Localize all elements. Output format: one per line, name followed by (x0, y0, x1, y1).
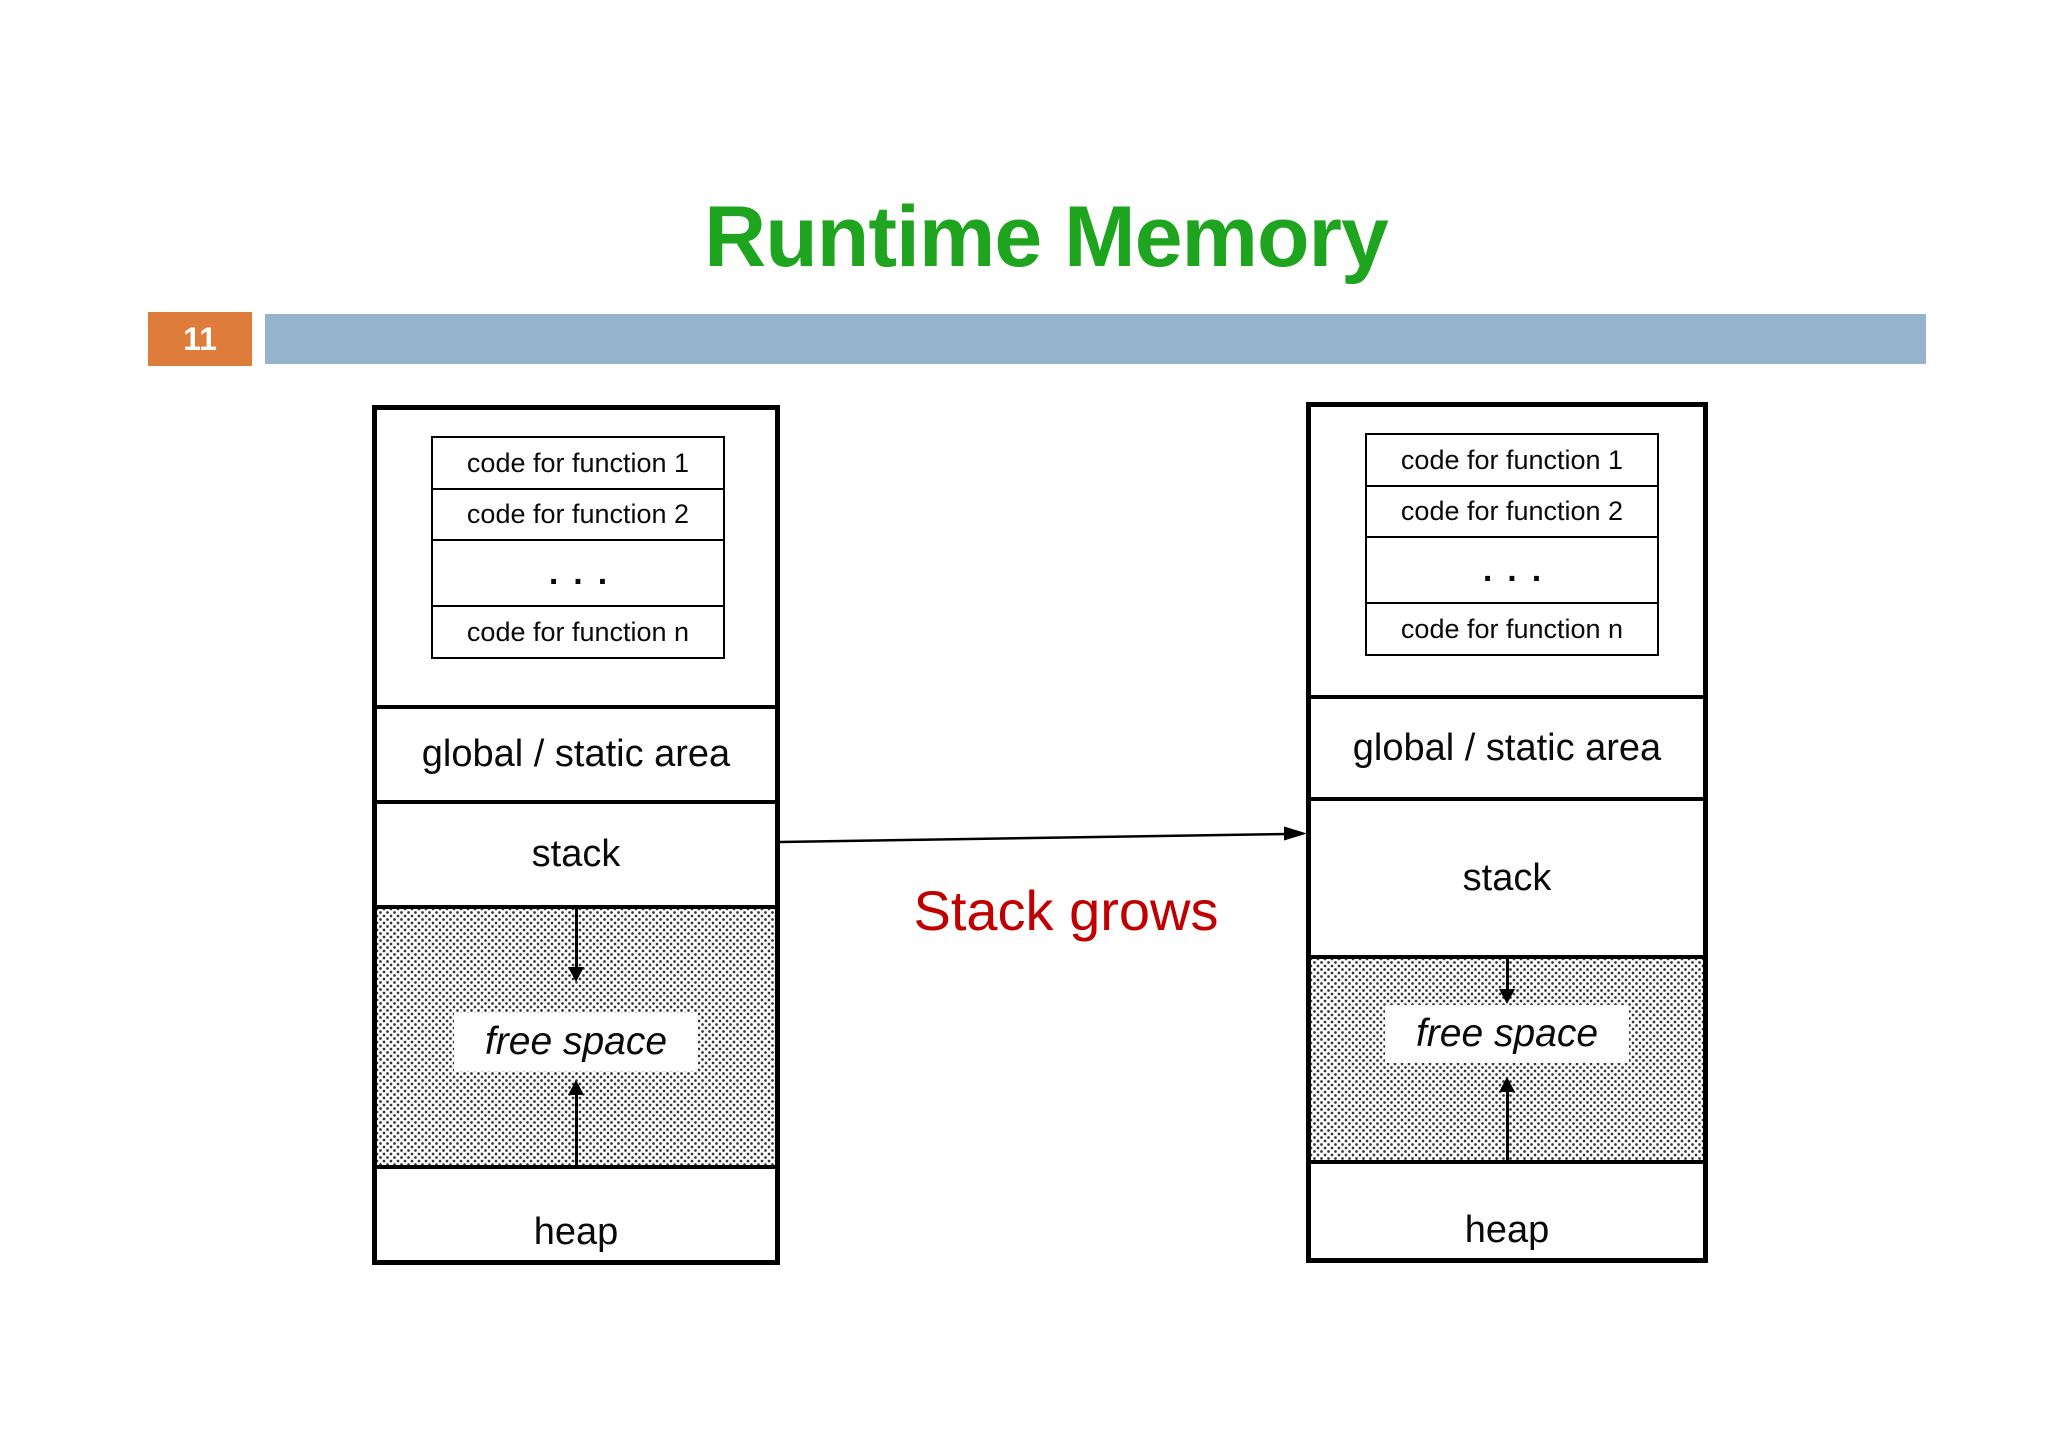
page-number-badge: 11 (148, 312, 252, 366)
code-row: code for function 2 (433, 488, 723, 539)
code-box: code for function 1 code for function 2 … (1365, 433, 1659, 656)
memory-diagram-after: code for function 1 code for function 2 … (1306, 402, 1708, 1263)
global-static-label: global / static area (421, 733, 731, 775)
heap-label: heap (1464, 1209, 1550, 1251)
heap-growth-up-arrow (1505, 1092, 1509, 1160)
code-row: code for function n (433, 605, 723, 657)
header-bar (265, 314, 1926, 364)
global-static-section: global / static area (1311, 695, 1703, 797)
code-row: code for function 1 (1400, 444, 1624, 475)
heap-label: heap (533, 1211, 619, 1253)
stack-section: stack (1311, 797, 1703, 955)
stack-growth-down-arrow (1505, 959, 1509, 989)
code-row: code for function n (1367, 602, 1657, 654)
ellipsis-text: ... (1482, 550, 1557, 589)
page-number: 11 (183, 320, 217, 357)
code-row: code for function 2 (1367, 485, 1657, 536)
ellipsis-text: ... (548, 553, 623, 592)
stack-grows-label: Stack grows (913, 879, 1219, 942)
free-space-section: free space (1311, 955, 1703, 1160)
stack-section: stack (377, 800, 775, 905)
memory-diagram-before: code for function 1 code for function 2 … (372, 405, 780, 1265)
code-box: code for function 1 code for function 2 … (431, 436, 725, 659)
code-row: code for function 1 (466, 447, 690, 478)
free-space-label: free space (1415, 1012, 1599, 1055)
code-row-ellipsis: ... (433, 539, 723, 605)
free-space-section: free space (377, 905, 775, 1165)
stack-label: stack (1462, 856, 1552, 899)
heap-section: heap (1311, 1160, 1703, 1258)
code-section: code for function 1 code for function 2 … (1311, 407, 1703, 695)
global-static-section: global / static area (377, 705, 775, 800)
global-static-label: global / static area (1352, 726, 1662, 769)
free-space-label-box: free space (454, 1013, 698, 1071)
heap-growth-up-arrow (574, 1095, 578, 1165)
page-title: Runtime Memory (704, 189, 1389, 285)
code-section: code for function 1 code for function 2 … (377, 410, 775, 705)
stack-label: stack (531, 833, 621, 875)
stack-grows-arrow (780, 826, 1307, 844)
stack-growth-down-arrow (574, 909, 578, 967)
heap-section: heap (377, 1165, 775, 1260)
code-row-ellipsis: ... (1367, 536, 1657, 602)
free-space-label: free space (484, 1020, 668, 1063)
free-space-label-box: free space (1385, 1005, 1629, 1063)
